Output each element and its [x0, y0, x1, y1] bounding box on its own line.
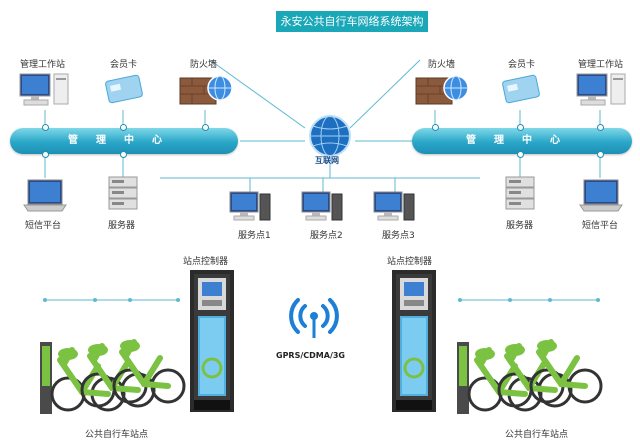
wireless-signal-icon [289, 298, 339, 338]
left-station-controller-label: 站点控制器 [183, 257, 229, 267]
firewall-icon [415, 75, 469, 105]
laptop-icon [579, 179, 623, 212]
right-server-label: 服务器 [506, 221, 534, 231]
member-card-icon [105, 74, 143, 104]
bus-node [517, 124, 524, 131]
left-station-label: 公共自行车站点 [85, 430, 149, 440]
bus-node [432, 124, 439, 131]
left-server-label: 服务器 [108, 221, 136, 231]
firewall-icon [179, 75, 233, 105]
workstation-icon [576, 73, 626, 106]
bus-node [120, 124, 127, 131]
bus-node [42, 124, 49, 131]
left-sms-label: 短信平台 [25, 221, 62, 231]
service-point-label: 服务点3 [382, 231, 415, 241]
bus-node [597, 124, 604, 131]
service-point-label: 服务点1 [238, 231, 271, 241]
station-kiosk-icon [190, 270, 234, 412]
service-point-computer-icon [373, 191, 415, 221]
bike-rack-icon [40, 339, 186, 414]
laptop-icon [23, 179, 67, 212]
right-station-label: 公共自行车站点 [505, 430, 569, 440]
bus-node [42, 151, 49, 158]
bus-node [517, 151, 524, 158]
left-firewall-label: 防火墙 [190, 60, 218, 70]
left-card-label: 会员卡 [110, 60, 138, 70]
left-workstation-label: 管理工作站 [20, 60, 66, 70]
right-card-label: 会员卡 [508, 60, 536, 70]
member-card-icon [502, 74, 540, 104]
workstation-icon [19, 73, 69, 106]
right-firewall-label: 防火墙 [428, 60, 456, 70]
bus-node [597, 151, 604, 158]
service-point-computer-icon [229, 191, 271, 221]
right-sms-label: 短信平台 [582, 221, 619, 231]
left-management-bus: 管理中心 [10, 128, 238, 154]
station-kiosk-icon [392, 270, 436, 412]
diagram-title: 永安公共自行车网络系统架构 [276, 11, 428, 32]
service-point-label: 服务点2 [310, 231, 343, 241]
right-management-bus: 管理中心 [412, 128, 632, 154]
right-station-controller-label: 站点控制器 [387, 257, 433, 267]
right-workstation-label: 管理工作站 [578, 60, 624, 70]
bus-node [202, 124, 209, 131]
bike-rack-icon [457, 339, 603, 414]
internet-globe-icon [309, 115, 351, 157]
internet-label: 互联网 [315, 156, 339, 165]
server-icon [108, 176, 138, 210]
service-point-computer-icon [301, 191, 343, 221]
wireless-label: GPRS/CDMA/3G [276, 351, 345, 360]
server-icon [505, 176, 535, 210]
bus-node [120, 151, 127, 158]
